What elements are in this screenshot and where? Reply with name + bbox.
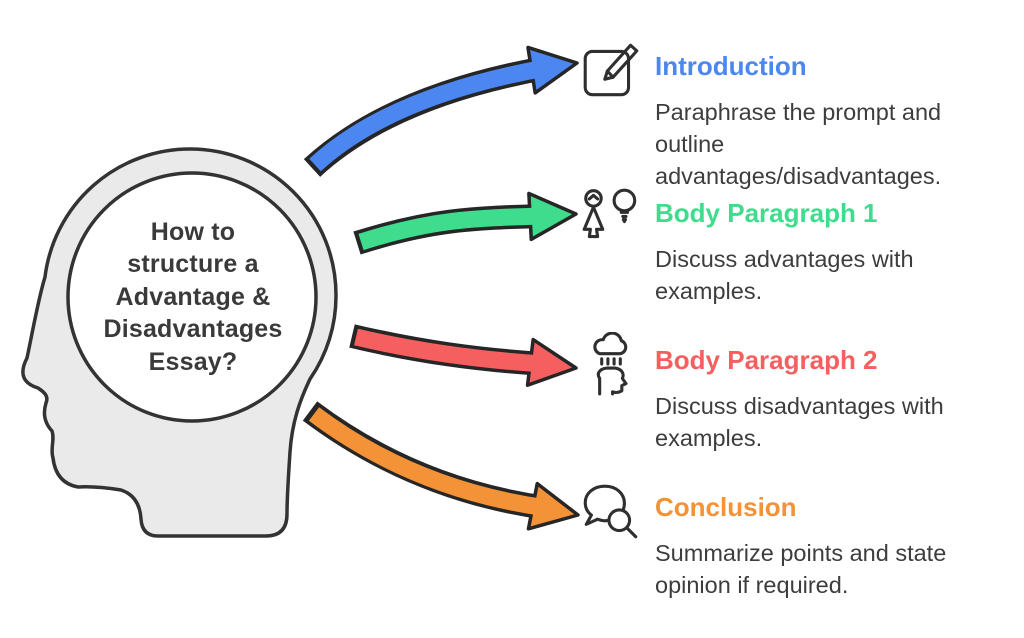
central-question: How to structure a Advantage & Disadvant… (94, 205, 292, 389)
arrow-body-paragraph-2 (349, 324, 578, 387)
compose-icon (578, 38, 644, 104)
section-body: Summarize points and state opinion if re… (655, 539, 947, 598)
brainstorm-rain-icon (578, 331, 644, 398)
section-body-paragraph-2: Body Paragraph 2 Discuss disadvantages w… (578, 331, 992, 455)
section-title: Conclusion (655, 492, 797, 522)
section-introduction: Introduction Paraphrase the prompt and o… (578, 43, 992, 192)
question-line: structure a (127, 250, 259, 279)
brain-circle (66, 171, 318, 423)
question-line: Essay? (148, 347, 238, 376)
section-conclusion: Conclusion Summarize points and state op… (578, 484, 992, 602)
arrow-body-paragraph-1 (353, 191, 578, 255)
section-body: Discuss advantages with examples. (655, 245, 914, 304)
arrow-conclusion (302, 401, 580, 531)
person-idea-icon (578, 185, 644, 251)
question-line: How to (150, 217, 236, 246)
arrow-introduction (303, 45, 579, 177)
section-body: Discuss disadvantages with examples. (655, 392, 944, 451)
question-line: Disadvantages (103, 315, 283, 344)
head-silhouette (21, 147, 338, 538)
section-title: Body Paragraph 2 (655, 345, 878, 375)
section-title: Body Paragraph 1 (655, 198, 878, 228)
section-body: Paraphrase the prompt and outline advant… (655, 98, 942, 189)
section-title: Introduction (655, 51, 807, 81)
search-chat-icon (578, 479, 644, 545)
section-body-paragraph-1: Body Paragraph 1 Discuss advantages with… (578, 188, 992, 308)
question-line: Advantage & (115, 282, 271, 311)
